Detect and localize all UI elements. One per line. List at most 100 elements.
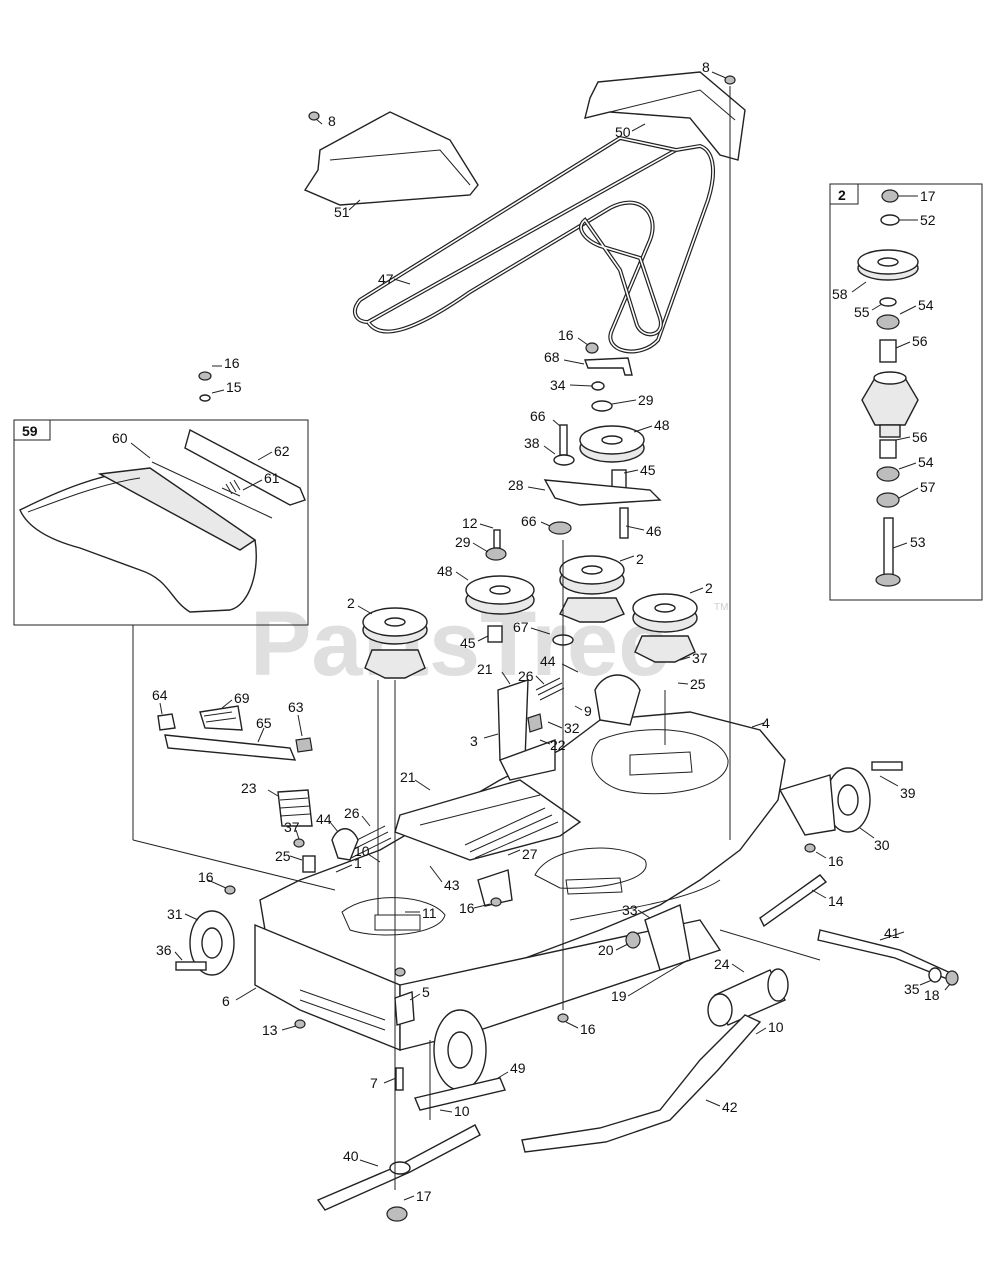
rod-14-icon (759, 874, 828, 928)
support-3-icon (497, 679, 529, 761)
callout: 58 (832, 281, 867, 302)
spindle-assembly-left (362, 607, 428, 679)
callout: 15 (211, 379, 242, 395)
callout: 16 (558, 327, 589, 346)
svg-text:37: 37 (692, 650, 708, 666)
callout: 55 (854, 303, 883, 320)
callout: 16 (815, 851, 844, 869)
svg-text:17: 17 (416, 1188, 432, 1204)
callout: 65 (256, 715, 272, 743)
callout: 30 (859, 827, 890, 853)
svg-text:10: 10 (768, 1019, 784, 1035)
bushing-56-icon (879, 339, 897, 363)
callout: 38 (524, 435, 556, 455)
svg-text:9: 9 (584, 703, 592, 719)
callout: 61 (242, 470, 280, 491)
svg-text:48: 48 (654, 417, 670, 433)
nut-37-icon (293, 838, 305, 848)
spring-27-icon (464, 807, 559, 859)
callout: 13 (262, 1022, 297, 1038)
bracket-33-icon (644, 904, 691, 971)
svg-text:12: 12 (462, 515, 478, 531)
svg-text:53: 53 (910, 534, 926, 550)
callout: 34 (550, 377, 593, 393)
spring-23-coil (279, 797, 311, 817)
svg-text:25: 25 (275, 848, 291, 864)
bearing-54-icon (876, 314, 900, 330)
svg-text:66: 66 (521, 513, 537, 529)
svg-text:11: 11 (422, 905, 437, 921)
svg-text:51: 51 (334, 204, 350, 220)
nut-8-b-icon (724, 75, 736, 85)
spacer-55-icon (879, 297, 897, 307)
watermark-trademark: TM (714, 602, 728, 613)
svg-text:66: 66 (530, 408, 546, 424)
callout: 16 (565, 1021, 596, 1037)
bolt-12-icon (493, 529, 501, 549)
callout: 45 (460, 635, 489, 651)
callout: 10 (439, 1103, 470, 1119)
svg-text:50: 50 (615, 124, 631, 140)
svg-text:10: 10 (454, 1103, 470, 1119)
svg-text:46: 46 (646, 523, 662, 539)
callout: 68 (544, 349, 585, 365)
callout: 4 (751, 715, 770, 731)
belt-cover-right-50 (584, 71, 746, 161)
bracket-49-icon (414, 1077, 506, 1111)
svg-text:54: 54 (918, 297, 934, 313)
spacer-57-icon (876, 492, 900, 508)
callout: 46 (625, 523, 662, 539)
svg-text:19: 19 (611, 988, 627, 1004)
callout: 17 (898, 188, 936, 204)
height-adjust-left (157, 705, 313, 761)
callout: 32 (547, 720, 580, 736)
nut-16-e-icon (804, 843, 816, 853)
callout: 56 (895, 333, 928, 349)
callout: 48 (437, 563, 469, 581)
bearing-54b-icon (876, 466, 900, 482)
svg-text:26: 26 (518, 668, 534, 684)
spindle-assembly-right (632, 593, 698, 663)
callout: 39 (879, 775, 916, 801)
svg-text:4: 4 (762, 715, 770, 731)
svg-text:57: 57 (920, 479, 936, 495)
svg-text:20: 20 (598, 942, 614, 958)
svg-text:49: 49 (510, 1060, 526, 1076)
svg-text:16: 16 (580, 1021, 596, 1037)
svg-text:36: 36 (156, 942, 172, 958)
svg-text:2: 2 (636, 551, 644, 567)
svg-text:22: 22 (550, 737, 566, 753)
baffle-42-icon (521, 1014, 762, 1153)
callout: 23 (241, 780, 279, 797)
svg-text:64: 64 (152, 687, 168, 703)
svg-text:68: 68 (544, 349, 560, 365)
callout: 56 (895, 429, 928, 445)
svg-text:54: 54 (918, 454, 934, 470)
svg-text:58: 58 (832, 286, 848, 302)
svg-text:52: 52 (920, 212, 936, 228)
spacer-22-icon (527, 713, 543, 733)
callout: 18 (924, 983, 951, 1003)
svg-text:56: 56 (912, 333, 928, 349)
rod-60-icon (151, 461, 273, 519)
spacer-46-icon (548, 521, 572, 535)
bracket-68-icon (584, 357, 633, 376)
callout: 29 (611, 392, 654, 408)
callout: 66 (530, 408, 561, 427)
callout: 21 (477, 661, 511, 685)
callout: 49 (497, 1060, 526, 1079)
callout: 5 (409, 984, 430, 1001)
svg-text:16: 16 (828, 853, 844, 869)
svg-text:47: 47 (378, 271, 394, 287)
callout: 14 (811, 889, 844, 909)
callout: 50 (615, 123, 646, 140)
spindle-shaft-53-icon (875, 517, 901, 587)
bracket-44b-icon (331, 828, 359, 861)
callout: 10 (354, 843, 381, 863)
callout: 20 (598, 942, 629, 958)
spring-61-icon (221, 479, 241, 497)
idler-arm-assembly (465, 342, 662, 643)
svg-text:16: 16 (198, 869, 214, 885)
spring-26-icon (535, 677, 565, 701)
